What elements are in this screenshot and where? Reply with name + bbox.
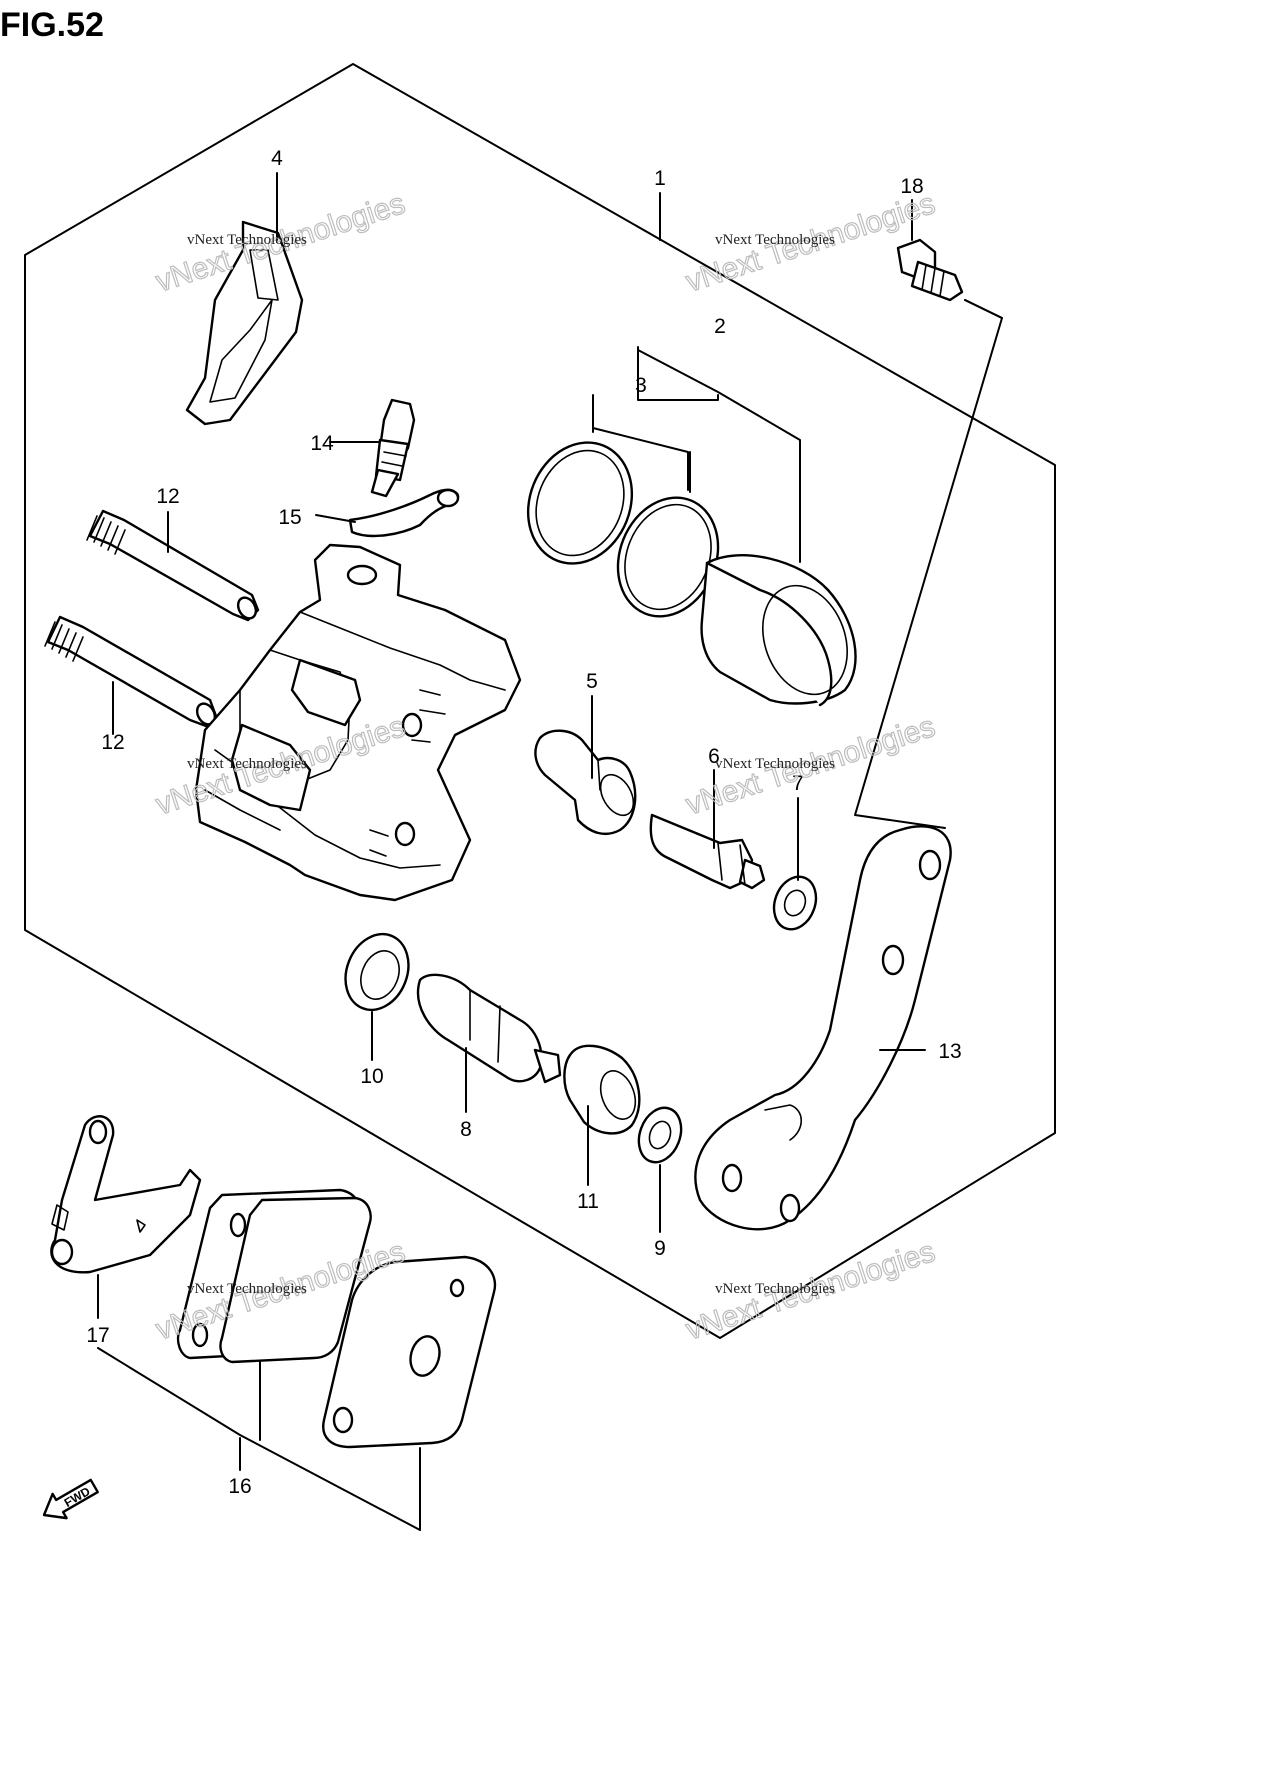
callout-6: 6 (708, 745, 720, 768)
callout-10: 10 (360, 1065, 383, 1088)
callout-18: 18 (900, 175, 923, 198)
watermark-4: vNext Technologies vNext Technologies (681, 709, 939, 822)
callout-5: 5 (586, 670, 598, 693)
slide-pin-lower-part (417, 973, 562, 1084)
svg-text:vNext Technologies: vNext Technologies (715, 1281, 835, 1297)
caliper-body-part (194, 543, 522, 902)
bleeder-valve-part (370, 398, 416, 498)
brake-pad-set-part (176, 1188, 497, 1449)
svg-text:vNext Technologies: vNext Technologies (715, 756, 835, 772)
caliper-bracket-part (694, 825, 952, 1231)
slide-pin-boot-part (534, 729, 637, 835)
callout-12-lower: 12 (101, 731, 124, 754)
pad-spring-part (185, 220, 304, 426)
mounting-bolt-part (896, 238, 964, 302)
callout-9: 9 (654, 1237, 666, 1260)
svg-text:vNext Technologies: vNext Technologies (715, 232, 835, 248)
callout-2: 2 (714, 315, 726, 338)
svg-text:vNext Technologies: vNext Technologies (187, 232, 307, 248)
seal-rings-part (526, 441, 720, 618)
assembly-boundary (24, 63, 1056, 1339)
callout-16: 16 (228, 1475, 251, 1498)
dust-seal-part (344, 932, 410, 1012)
pad-pin-upper-part (86, 509, 260, 622)
callout-3: 3 (635, 374, 647, 397)
bleeder-cap-part (348, 488, 460, 538)
callout-7: 7 (792, 772, 804, 795)
callout-12-upper: 12 (156, 485, 179, 508)
svg-text:vNext Technologies: vNext Technologies (187, 1281, 307, 1297)
watermark-2: vNext Technologies vNext Technologies (681, 186, 939, 299)
figure-title: FIG.52 (0, 6, 104, 44)
callout-15: 15 (278, 506, 301, 529)
callout-13: 13 (938, 1040, 961, 1063)
boot-lower-part (563, 1044, 641, 1135)
washer-part (772, 875, 818, 931)
pad-pin-lower-part (44, 615, 218, 728)
svg-text:vNext Technologies: vNext Technologies (187, 756, 307, 772)
callout-1: 1 (654, 167, 666, 190)
washer-lower-part (637, 1106, 683, 1164)
piston-part (700, 554, 857, 707)
callout-labels: 4 1 18 2 3 14 15 12 12 5 6 7 13 10 8 11 … (86, 147, 961, 1498)
callout-4: 4 (271, 147, 283, 170)
callout-17: 17 (86, 1324, 109, 1347)
leader-lines (97, 172, 1003, 1531)
callout-14: 14 (310, 432, 334, 455)
callout-8: 8 (460, 1118, 472, 1141)
watermark-6: vNext Technologies vNext Technologies (681, 1234, 939, 1347)
slide-pin-part (649, 813, 766, 890)
fwd-direction-arrow: FWD (42, 1478, 99, 1520)
callout-11: 11 (577, 1190, 599, 1213)
pad-shim-part (50, 1115, 202, 1274)
